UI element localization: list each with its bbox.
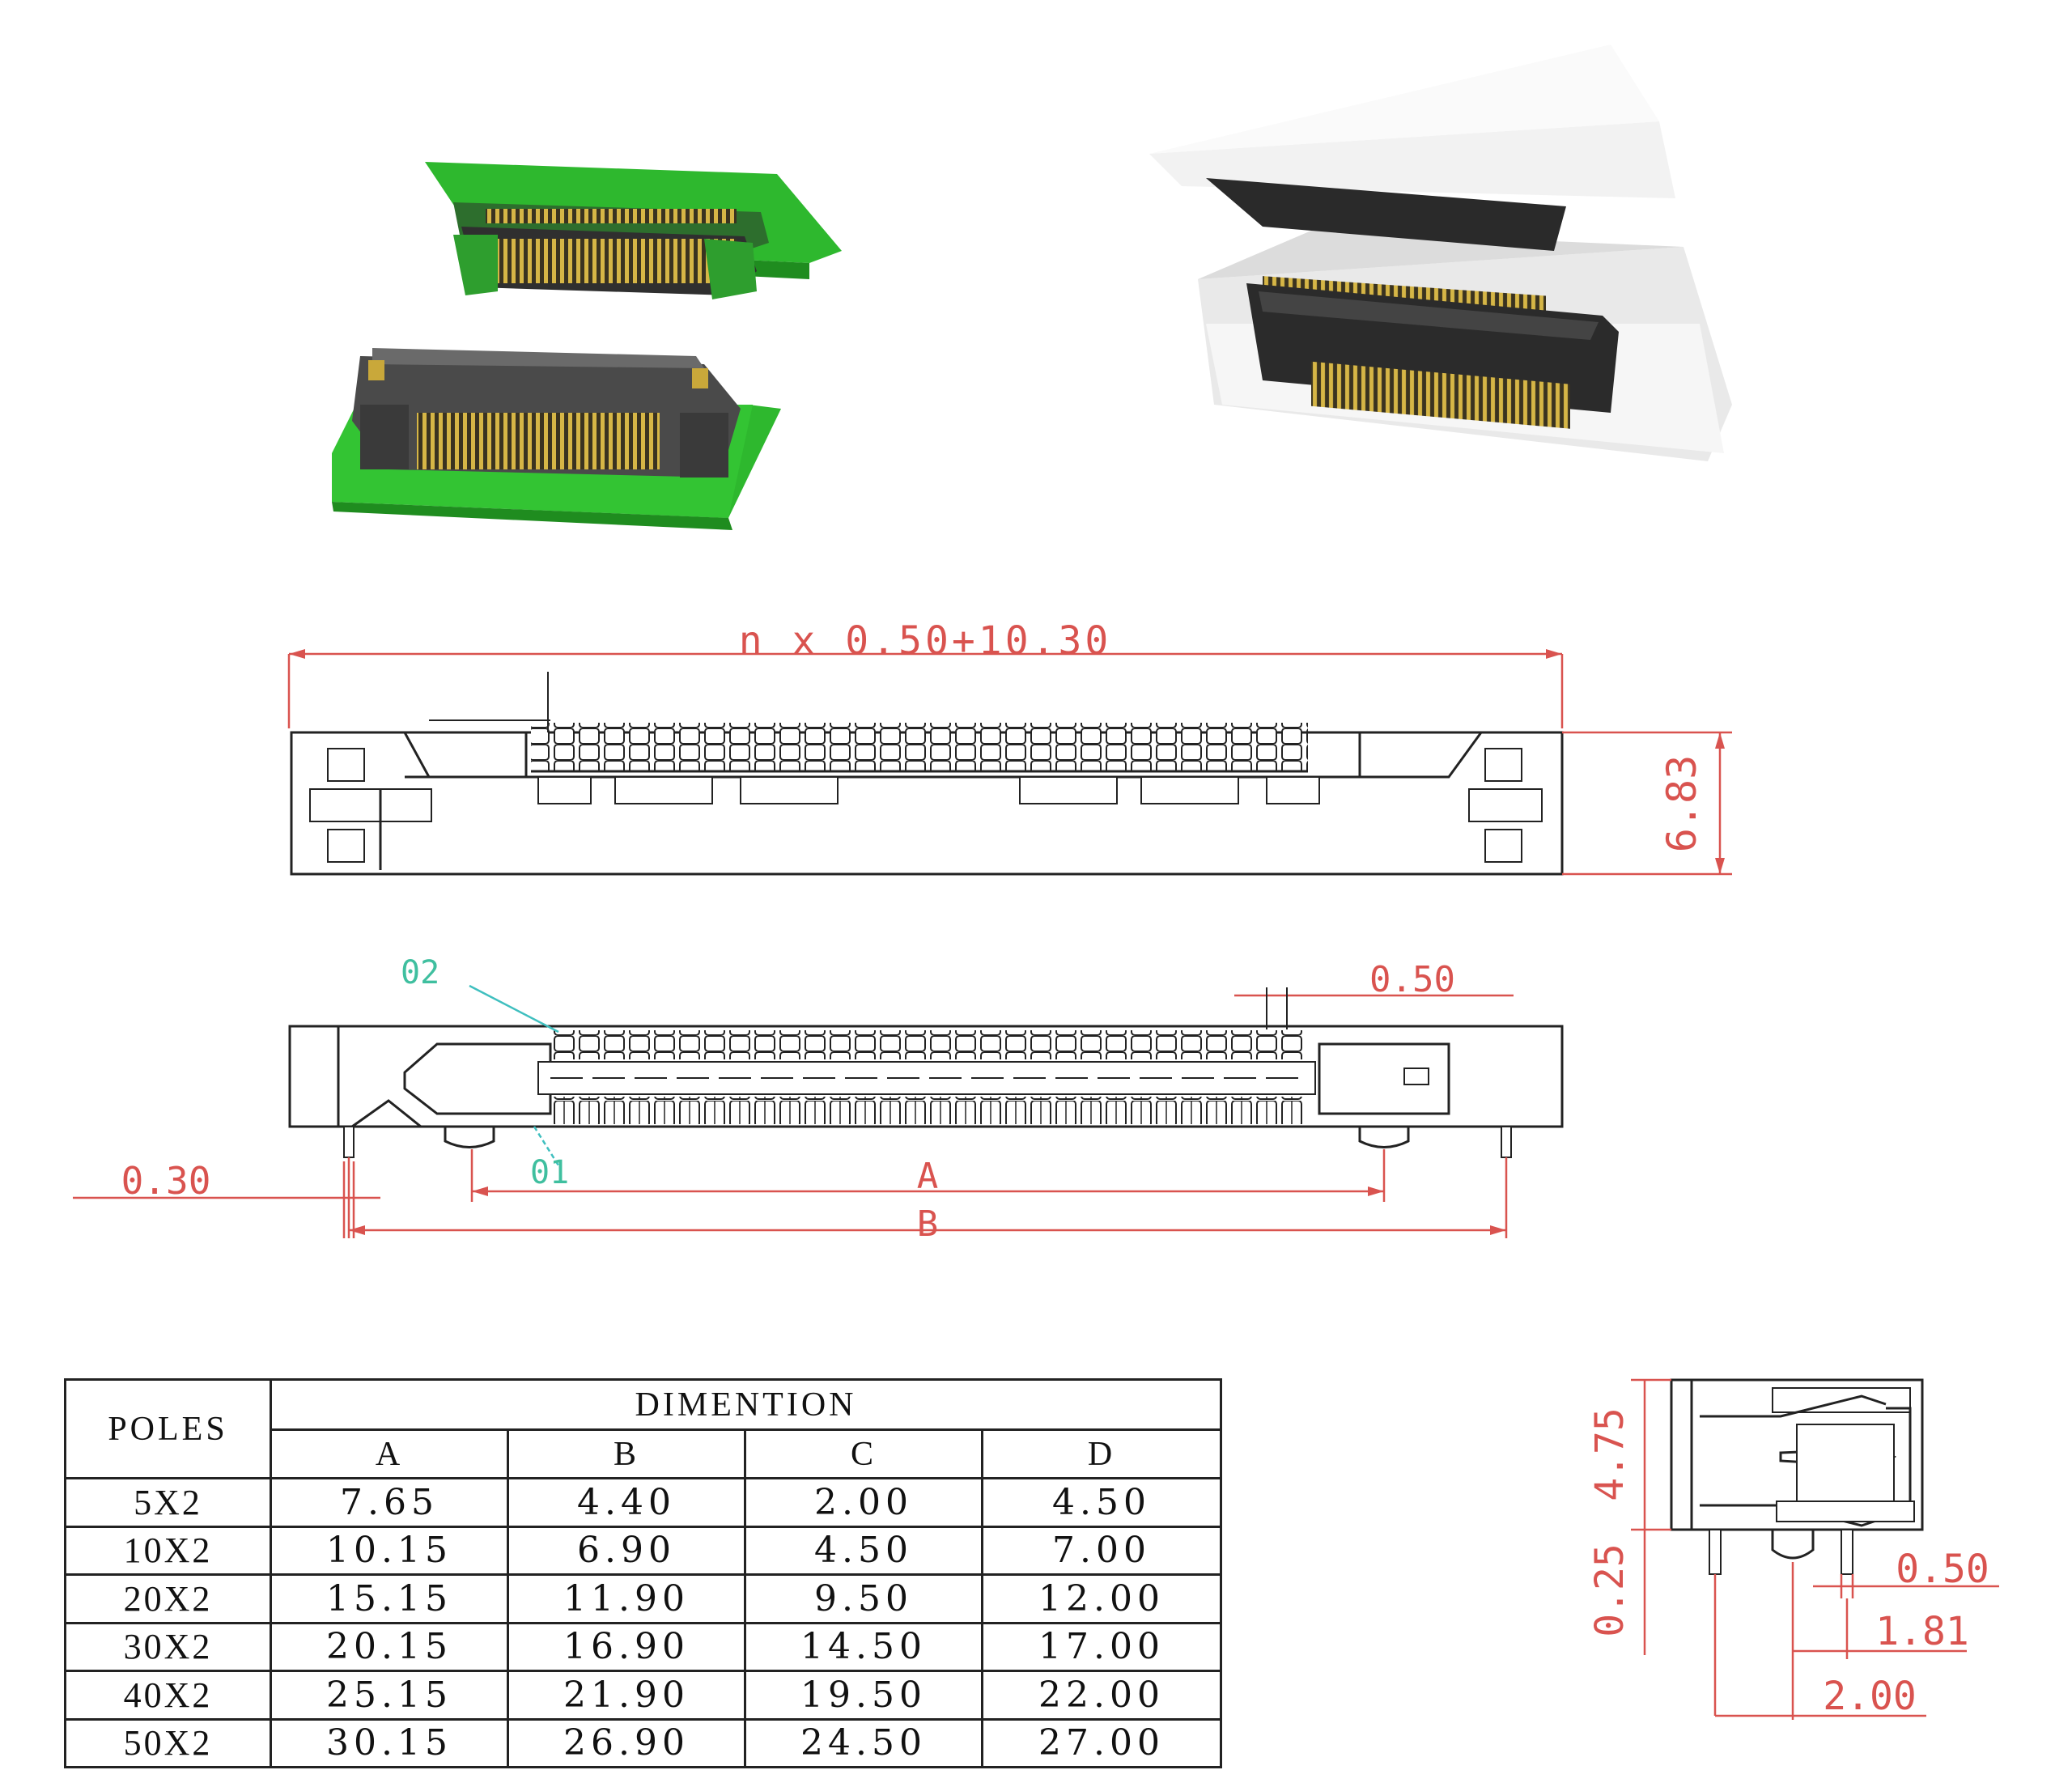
height-dim-683: 6.83 [1658,755,1705,852]
b-cell: 26.90 [507,1717,746,1768]
dim-a-label: A [917,1156,939,1197]
poles-cell: 5X2 [64,1477,272,1528]
bottom-view: 02 01 0.50 0.30 A B [73,954,1564,1245]
poles-cell: 30X2 [64,1621,272,1672]
poles-header: POLES [64,1378,272,1479]
overall-length-dim: n x 0.50+10.30 [739,618,1112,664]
dim-b-label: B [917,1203,939,1245]
c-cell: 2.00 [744,1477,983,1528]
c-cell: 4.50 [744,1525,983,1576]
stand-off-dim: 0.25 [1587,1543,1633,1637]
d-cell: 4.50 [980,1477,1223,1528]
poles-cell: 20X2 [64,1573,272,1624]
c-cell: 24.50 [744,1717,983,1768]
top-view: n x 0.50+10.30 6.83 [287,618,1732,876]
a-cell: 30.15 [270,1717,509,1768]
offset-dim-030: 0.30 [121,1159,211,1203]
pitch-dim-050: 0.50 [1369,959,1455,1000]
table-row: 5X2 7.65 4.40 2.00 4.50 [64,1477,1223,1528]
render-white-board-pair [1149,45,1732,461]
b-cell: 16.90 [507,1621,746,1672]
b-cell: 4.40 [507,1477,746,1528]
table-row: 50X2 30.15 26.90 24.50 27.00 [64,1717,1223,1768]
d-cell: 7.00 [980,1525,1223,1576]
table-row: 40X2 25.15 21.90 19.50 22.00 [64,1670,1223,1721]
table-row: 20X2 15.15 11.90 9.50 12.00 [64,1573,1223,1624]
c-cell: 19.50 [744,1670,983,1721]
a-cell: 7.65 [270,1477,509,1528]
render-green-pcb-pair [332,162,842,530]
col-b-header: B [507,1428,746,1479]
pin-width-dim: 0.50 [1896,1547,1989,1592]
col-d-header: D [980,1428,1223,1479]
d-cell: 12.00 [980,1573,1223,1624]
pin-02-label: 02 [401,954,439,991]
c-cell: 14.50 [744,1621,983,1672]
table-row: 30X2 20.15 16.90 14.50 17.00 [64,1621,1223,1672]
pin-01-label: 01 [530,1154,569,1191]
dimention-header: DIMENTION [269,1378,1223,1431]
side-height-dim: 4.75 [1587,1407,1633,1501]
side-view: 4.75 0.25 0.50 1.81 2.00 [1587,1378,1999,1720]
d-cell: 22.00 [980,1670,1223,1721]
b-cell: 6.90 [507,1525,746,1576]
a-cell: 20.15 [270,1621,509,1672]
dim-200: 2.00 [1823,1674,1917,1719]
d-cell: 27.00 [980,1717,1223,1768]
a-cell: 15.15 [270,1573,509,1624]
dim-181: 1.81 [1875,1609,1969,1654]
table-row: 10X2 10.15 6.90 4.50 7.00 [64,1525,1223,1576]
col-c-header: C [744,1428,983,1479]
col-a-header: A [270,1428,509,1479]
c-cell: 9.50 [744,1573,983,1624]
b-cell: 21.90 [507,1670,746,1721]
poles-cell: 10X2 [64,1525,272,1576]
d-cell: 17.00 [980,1621,1223,1672]
b-cell: 11.90 [507,1573,746,1624]
poles-cell: 40X2 [64,1670,272,1721]
a-cell: 25.15 [270,1670,509,1721]
poles-cell: 50X2 [64,1717,272,1768]
a-cell: 10.15 [270,1525,509,1576]
dimension-table: POLES DIMENTION A B C D 5X2 7.65 4.40 2.… [64,1378,1223,1768]
